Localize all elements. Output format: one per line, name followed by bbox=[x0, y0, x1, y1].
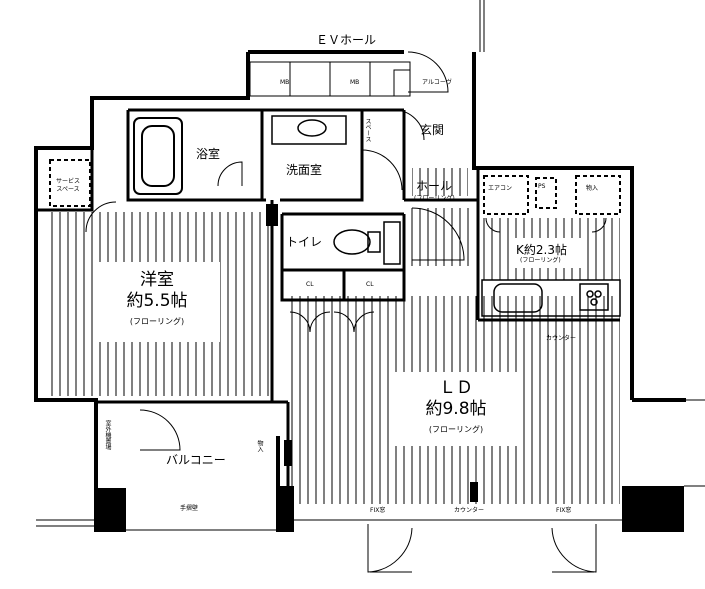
kitchen-floor-label: (フローリング) bbox=[520, 257, 561, 264]
closet-label-1: CL bbox=[306, 281, 314, 288]
outdoor-unit-label: 室外機置場 bbox=[104, 420, 111, 450]
dashed-storage bbox=[49, 159, 621, 215]
ld-name: ＬＤ bbox=[439, 378, 473, 398]
ld-area: 約9.8帖 bbox=[425, 399, 487, 420]
balcony-label: バルコニー bbox=[166, 453, 226, 467]
toilet-label: トイレ bbox=[286, 235, 323, 249]
pipe-space-label: PS bbox=[538, 183, 546, 190]
kitchen-label: K約2.3帖 bbox=[516, 243, 567, 257]
ev-hall-label: ＥＶホール bbox=[316, 33, 377, 47]
western-room-floor: (フローリング) bbox=[129, 316, 185, 326]
solid-wall-blocks bbox=[94, 204, 684, 532]
ac-unit-label: エアコン bbox=[488, 185, 513, 192]
mb-label-2: MB bbox=[350, 79, 360, 86]
exterior-lines bbox=[36, 0, 705, 531]
door-swings bbox=[85, 51, 607, 573]
counter-kitchen-label: カウンター bbox=[546, 335, 577, 342]
interior-walls bbox=[36, 108, 620, 530]
hall-floor-label: (フローリング) bbox=[414, 195, 455, 202]
toilet-fixture bbox=[333, 221, 401, 265]
ld-floor: (フローリング) bbox=[428, 424, 484, 434]
western-room-name: 洋室 bbox=[140, 270, 174, 290]
washroom-label: 洗面室 bbox=[286, 163, 323, 177]
balcony-wall-label: 手摺壁 bbox=[180, 505, 199, 512]
storage-right-label: 物入 bbox=[586, 185, 599, 192]
bathtub bbox=[133, 117, 183, 195]
hall-label: ホール bbox=[416, 179, 453, 193]
western-room-area: 約5.5帖 bbox=[126, 291, 188, 312]
western-room-label: 洋室 約5.5帖 (フローリング) bbox=[96, 270, 218, 327]
kitchen-counter bbox=[481, 279, 621, 317]
counter-ld-label: カウンター bbox=[454, 507, 485, 514]
closet-label-2: CL bbox=[366, 281, 374, 288]
alcove-label: アルコーヴ bbox=[422, 79, 452, 86]
shelf-label: スペース bbox=[364, 118, 371, 142]
storage-left-label: 物入 bbox=[256, 440, 263, 452]
entrance-label: 玄関 bbox=[420, 123, 445, 137]
window-label-2: FIX窓 bbox=[556, 507, 572, 514]
window-label-1: FIX窓 bbox=[370, 507, 386, 514]
ld-room-label: ＬＤ 約9.8帖 (フローリング) bbox=[394, 378, 518, 435]
bath-label: 浴室 bbox=[196, 147, 221, 161]
service-space-label: サービス スペース bbox=[56, 178, 81, 193]
washbasin bbox=[271, 115, 347, 145]
mb-label-1: MB bbox=[280, 79, 290, 86]
